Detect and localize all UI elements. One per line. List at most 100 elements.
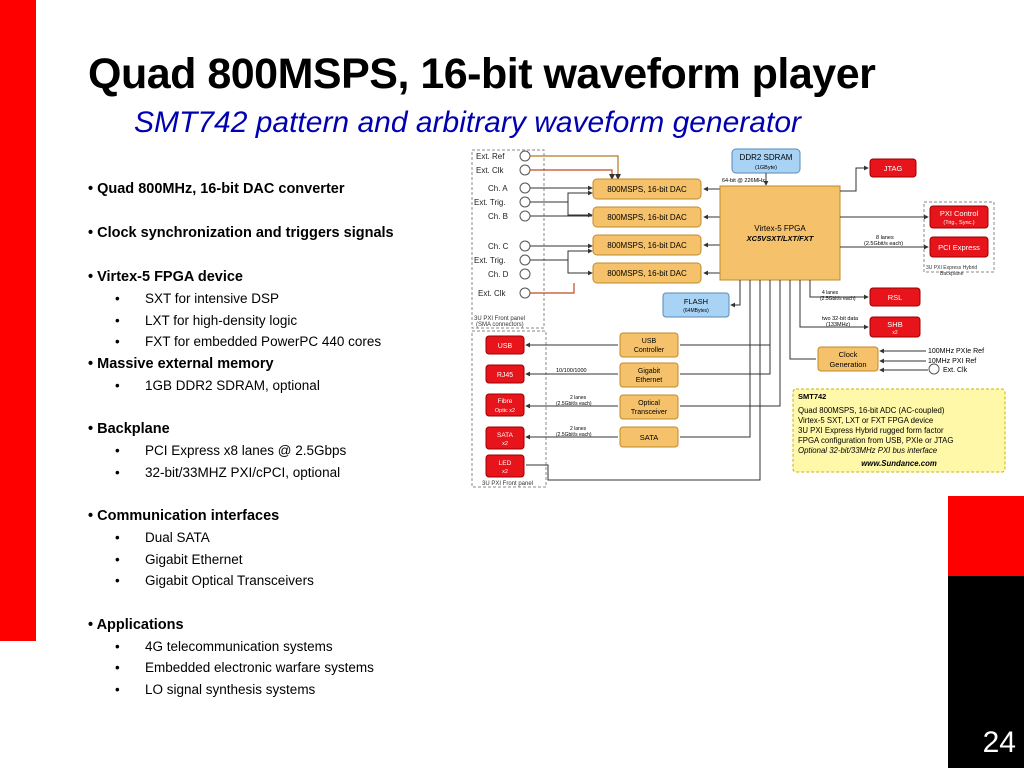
connector-label: Ext. Ref <box>476 152 505 161</box>
jtag-label: JTAG <box>884 164 903 173</box>
bullet-heading: • Clock synchronization and triggers sig… <box>88 225 394 241</box>
gigabit-ethernet-block <box>619 362 679 388</box>
pxi-control-sub: (Trig., Sync.) <box>943 220 974 226</box>
backplane-caption: Backplane <box>940 271 964 277</box>
dac-label: 800MSPS, 16-bit DAC <box>607 241 687 250</box>
backplane-frame <box>923 201 995 273</box>
fibre-optic-port <box>485 393 525 417</box>
shb-sub: x2 <box>892 330 898 336</box>
ext-clk-line <box>530 169 615 180</box>
connector-label: Ch. A <box>488 184 508 193</box>
connector-label: Ch. C <box>488 242 509 251</box>
rsl-block <box>869 287 921 307</box>
shb-bus: two 32-bit data <box>822 316 859 322</box>
shb-line <box>799 280 869 330</box>
fpga-block <box>719 185 841 281</box>
shb-bus: (133MHz) <box>826 322 850 328</box>
connector-label: Ext. Clk <box>478 289 507 298</box>
dac-block <box>592 178 702 200</box>
corner-red-block <box>948 496 1024 576</box>
sma-connector-icon <box>519 210 531 222</box>
usb-port <box>485 335 525 355</box>
left-accent-bar <box>0 0 36 641</box>
fpga-link <box>680 345 781 407</box>
sma-connector-icon <box>519 150 531 162</box>
port-label: LED <box>499 460 512 467</box>
clock-gen-block <box>817 346 879 372</box>
front-panel-caption: (SMA connectors) <box>476 322 524 328</box>
rsl-line <box>809 280 869 300</box>
ethernet-label: Ethernet <box>636 377 663 384</box>
usb-controller-label: USB <box>642 338 657 345</box>
bottom-panel-caption: 3U PXI Front panel <box>482 481 533 487</box>
bullet-item: Gigabit Optical Transceivers <box>88 570 458 592</box>
connector-label: Ext. Clk <box>476 166 505 175</box>
dac-block <box>592 234 702 256</box>
info-url: www.Sundance.com <box>861 459 937 468</box>
port-sub: x2 <box>502 469 508 475</box>
shb-label: SHB <box>887 320 902 329</box>
dac-label: 800MSPS, 16-bit DAC <box>607 269 687 278</box>
bottom-panel-frame <box>471 330 547 488</box>
info-box <box>792 388 1006 473</box>
pci-express-label: PCI Express <box>938 243 980 252</box>
clock-input-label: 100MHz PXIe Ref <box>928 348 984 355</box>
trigger-line <box>567 260 593 276</box>
clock-gen-label: Clock <box>839 350 858 359</box>
port-sub: x2 <box>502 441 508 447</box>
bullet-item: Dual SATA <box>88 527 458 549</box>
backplane-caption: 3U PXI Express Hybrid <box>926 265 977 271</box>
front-panel-caption: 3U PXI Front panel <box>474 316 525 322</box>
rsl-lanes: (2.5Gbit/s each) <box>820 296 856 302</box>
ethernet-label: Gigabit <box>638 368 660 375</box>
info-line: 3U PXI Express Hybrid rugged form factor <box>798 426 944 435</box>
sma-connector-icon <box>519 240 531 252</box>
dac-block <box>592 262 702 284</box>
info-line: Virtex-5 SXT, LXT or FXT FPGA device <box>798 416 933 425</box>
bullet-item: PCI Express x8 lanes @ 2.5Gbps <box>88 440 458 462</box>
clock-input-label: Ext. Clk <box>943 367 968 374</box>
sma-connector-icon <box>519 287 531 299</box>
connector-label: Ch. B <box>488 212 508 221</box>
ddr-bus-label: 64-bit @ 226MHz <box>722 178 765 184</box>
usb-controller-label: Controller <box>634 347 665 354</box>
led-line <box>526 280 761 481</box>
flash-label: FLASH <box>684 297 708 306</box>
bullet-item: 1GB DDR2 SDRAM, optional <box>88 375 458 397</box>
jtag-line <box>840 165 869 192</box>
clock-input-label: 10MHz PXI Ref <box>928 358 976 365</box>
fpga-link <box>680 280 751 438</box>
clock-line <box>789 280 816 360</box>
fpga-label: Virtex-5 FPGA <box>754 224 806 233</box>
sma-connector-icon <box>519 268 531 280</box>
trigger-line <box>530 190 593 203</box>
bullet-heading: • Quad 800MHz, 16-bit DAC converter <box>88 181 345 197</box>
slide-title: Quad 800MSPS, 16-bit waveform player <box>88 50 876 98</box>
dac-label: 800MSPS, 16-bit DAC <box>607 185 687 194</box>
sma-connector-icon <box>519 254 531 266</box>
trigger-line <box>567 202 593 218</box>
optical-transceiver-block <box>619 394 679 420</box>
bullet-item: 32-bit/33MHZ PXI/cPCI, optional <box>88 462 458 484</box>
block-diagram-svg: 3U PXI Front panel (SMA connectors) Ext.… <box>471 148 1006 488</box>
connector-label: Ext. Trig. <box>474 198 506 207</box>
info-line: Quad 800MSPS, 16-bit ADC (AC-coupled) <box>798 406 945 415</box>
port-label: USB <box>498 343 513 350</box>
flash-block <box>662 292 730 318</box>
front-panel-frame <box>471 149 545 329</box>
dac-label: 800MSPS, 16-bit DAC <box>607 213 687 222</box>
rsl-lanes: 4 lanes <box>822 290 839 296</box>
sata-lanes: 2 lanes <box>570 426 587 432</box>
jtag-block <box>869 158 917 178</box>
dac-block <box>592 206 702 228</box>
rj45-port <box>485 364 525 384</box>
trigger-line <box>530 248 593 261</box>
bullet-heading: • Massive external memory <box>88 355 274 372</box>
bullet-item: 4G telecommunication systems <box>88 636 458 658</box>
flash-line <box>730 280 741 308</box>
optical-label: Transceiver <box>631 409 668 416</box>
sata-label: SATA <box>640 433 658 442</box>
connector-label: Ext. Trig. <box>474 256 506 265</box>
bullet-heading: • Communication interfaces <box>88 508 280 524</box>
usb-controller-block <box>619 332 679 358</box>
